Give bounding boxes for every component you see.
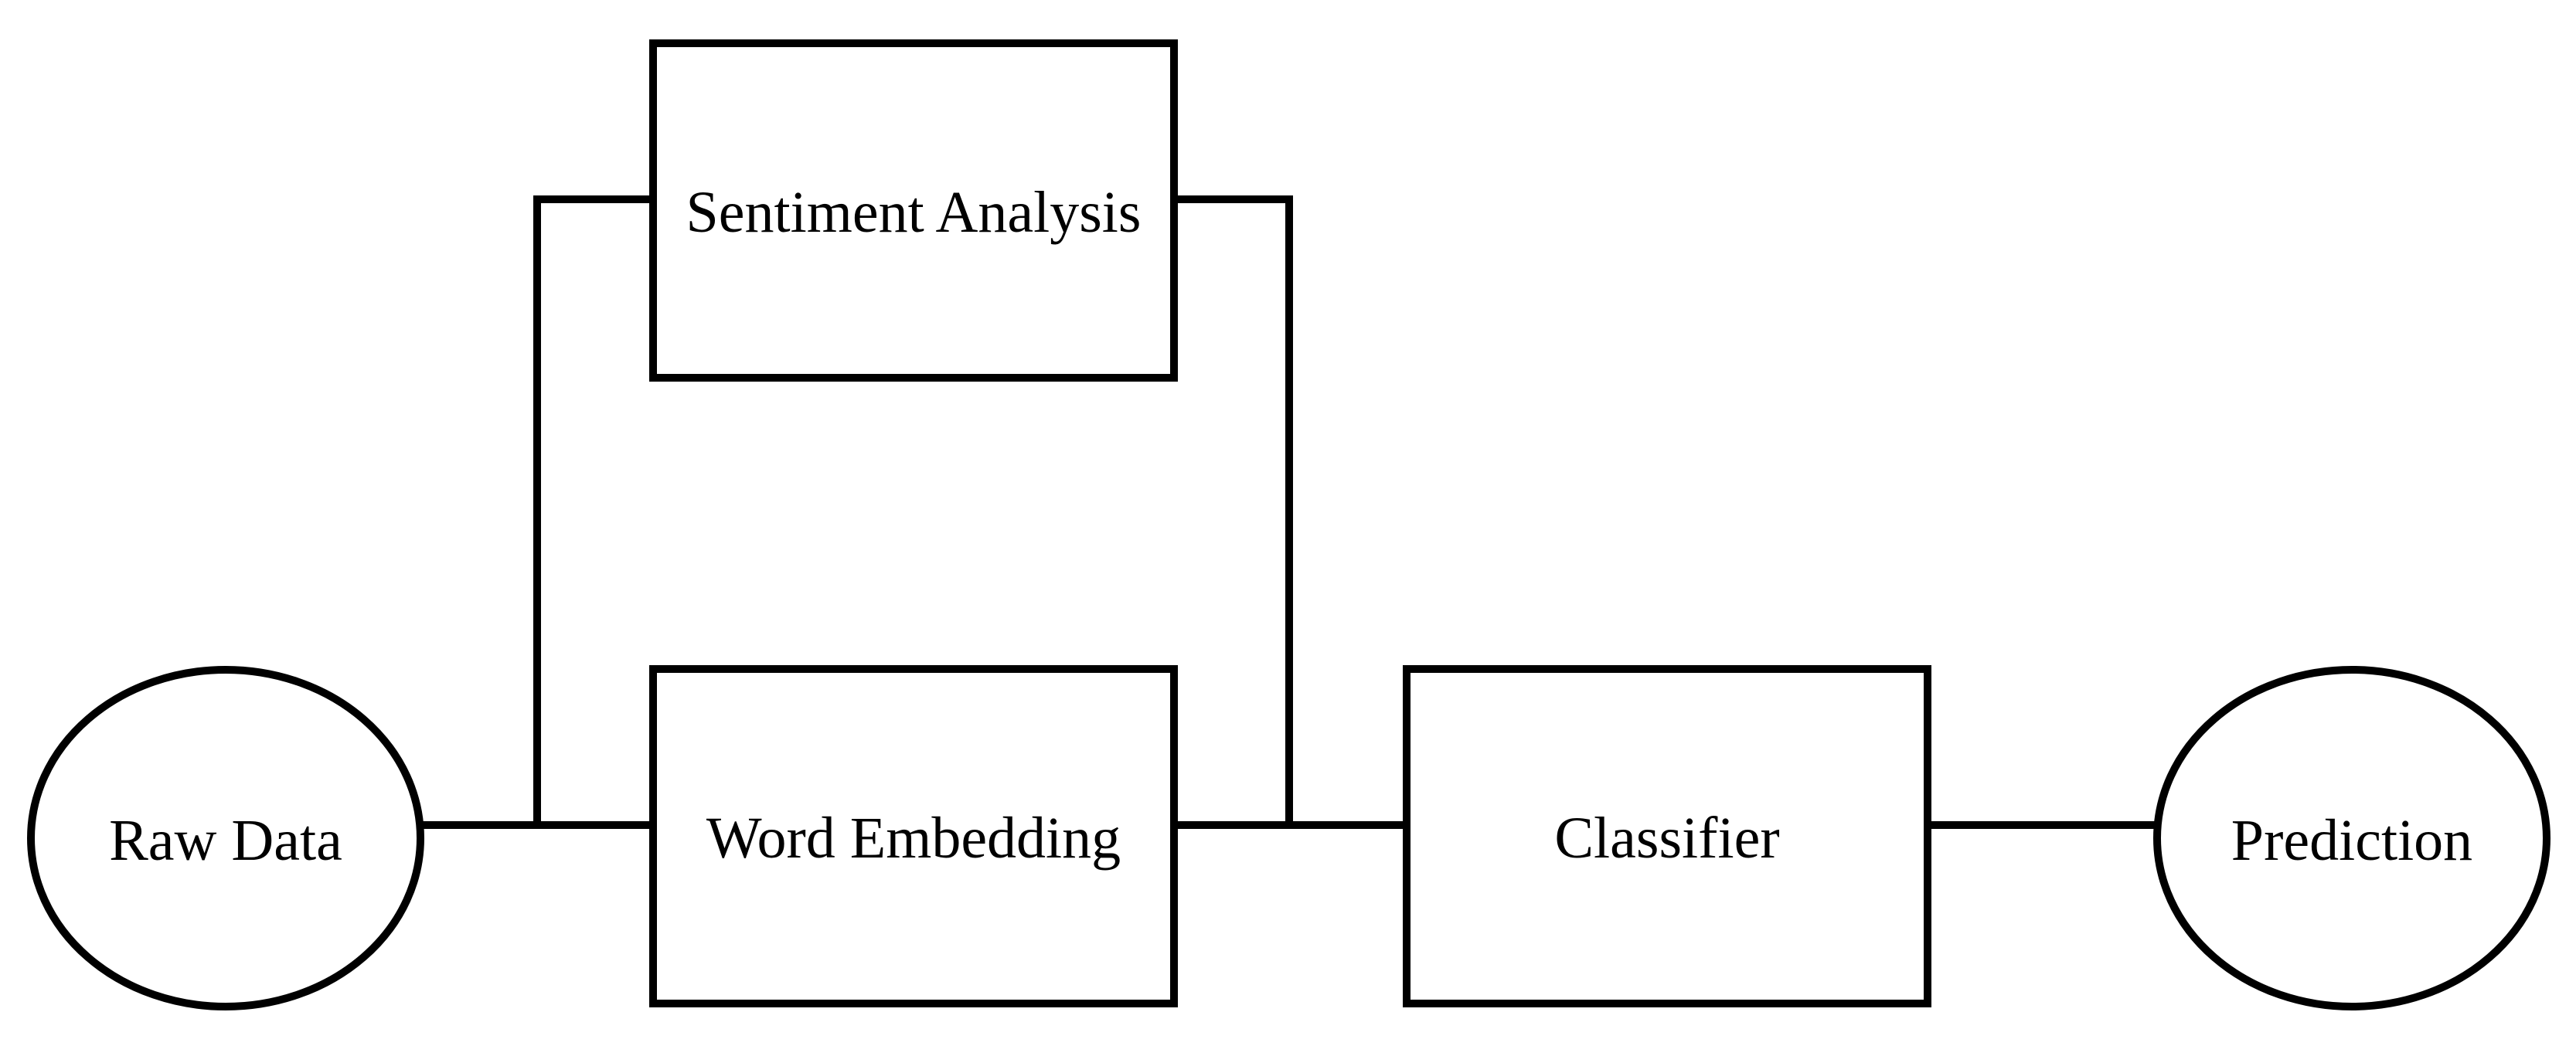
raw-data-label: Raw Data [109,808,342,873]
node-prediction: Prediction [2153,666,2550,1010]
edge-raw-data-to-sentiment-analysis [533,195,655,829]
node-word-embedding: Word Embedding [649,665,1178,1007]
classifier-box [1403,665,1931,1007]
node-sentiment-analysis: Sentiment Analysis [649,39,1178,382]
sentiment-analysis-box [649,39,1178,382]
word-embedding-box [649,665,1178,1007]
word-embedding-label: Word Embedding [706,806,1121,871]
sentiment-analysis-label: Sentiment Analysis [686,180,1142,245]
prediction-ellipse [2153,666,2550,1010]
edge-sentiment-analysis-to-classifier [1171,195,1293,829]
raw-data-ellipse [27,666,424,1010]
connectors [417,195,2162,829]
node-classifier: Classifier [1403,665,1931,1007]
prediction-label: Prediction [2231,808,2472,873]
node-raw-data: Raw Data [27,666,424,1010]
classifier-label: Classifier [1554,806,1779,871]
